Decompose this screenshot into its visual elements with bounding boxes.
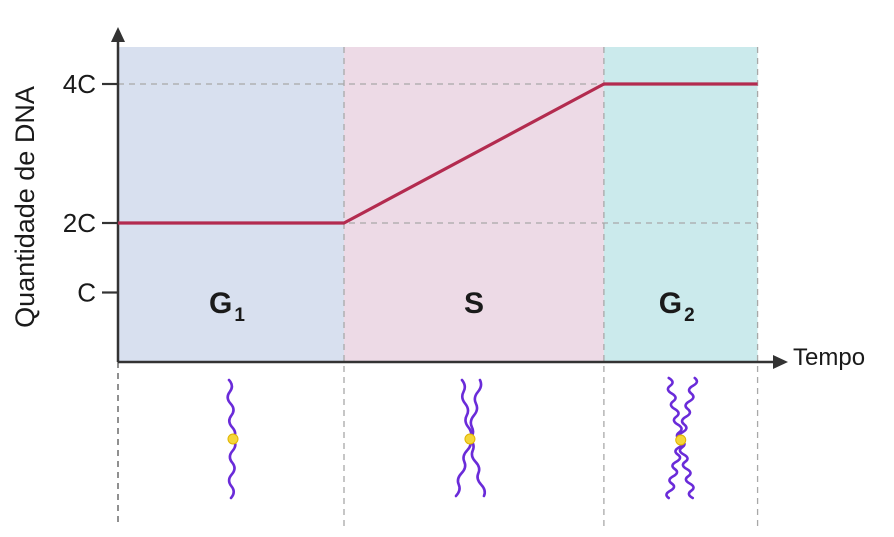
chromatid-arm bbox=[468, 378, 483, 441]
chromatid-arm bbox=[460, 378, 473, 441]
centromere-dot bbox=[227, 433, 239, 445]
duplicated-chromosome-icon bbox=[665, 376, 699, 500]
phase-band bbox=[344, 47, 604, 362]
y-tick-label: 4C bbox=[63, 69, 96, 99]
axes bbox=[111, 27, 788, 369]
y-axis-arrow bbox=[111, 27, 125, 42]
dna-content-line bbox=[118, 82, 758, 225]
phase-label: S bbox=[464, 287, 484, 320]
chromatid-arm bbox=[227, 437, 237, 500]
chromatid-arm bbox=[677, 376, 699, 442]
centromere-dot bbox=[675, 434, 687, 446]
phase-boundary-guides bbox=[117, 47, 759, 527]
chromatid-arm bbox=[226, 378, 237, 441]
phase-band bbox=[603, 47, 758, 362]
chromosome-icons bbox=[226, 376, 699, 500]
replicating-chromosome-icon bbox=[454, 378, 487, 498]
y-tick-label: 2C bbox=[63, 208, 96, 238]
chromatid-arm bbox=[454, 437, 473, 498]
series-layer bbox=[118, 82, 758, 225]
single-chromatid-icon bbox=[226, 378, 239, 500]
x-axis-title: Tempo bbox=[793, 344, 865, 371]
y-tick-label: C bbox=[77, 278, 96, 308]
y-ticks: C 2C 4C bbox=[63, 69, 118, 308]
phase-bands bbox=[118, 47, 758, 362]
chromatid-arm bbox=[666, 376, 683, 442]
phase-band bbox=[118, 47, 344, 362]
chromatid-arm bbox=[468, 437, 487, 498]
chromatid-arm bbox=[665, 438, 685, 500]
x-axis-arrow bbox=[773, 355, 788, 369]
centromere-dot bbox=[464, 433, 476, 445]
chromatid-arm bbox=[678, 438, 695, 500]
y-axis-title: Quantidade de DNA bbox=[10, 86, 40, 328]
